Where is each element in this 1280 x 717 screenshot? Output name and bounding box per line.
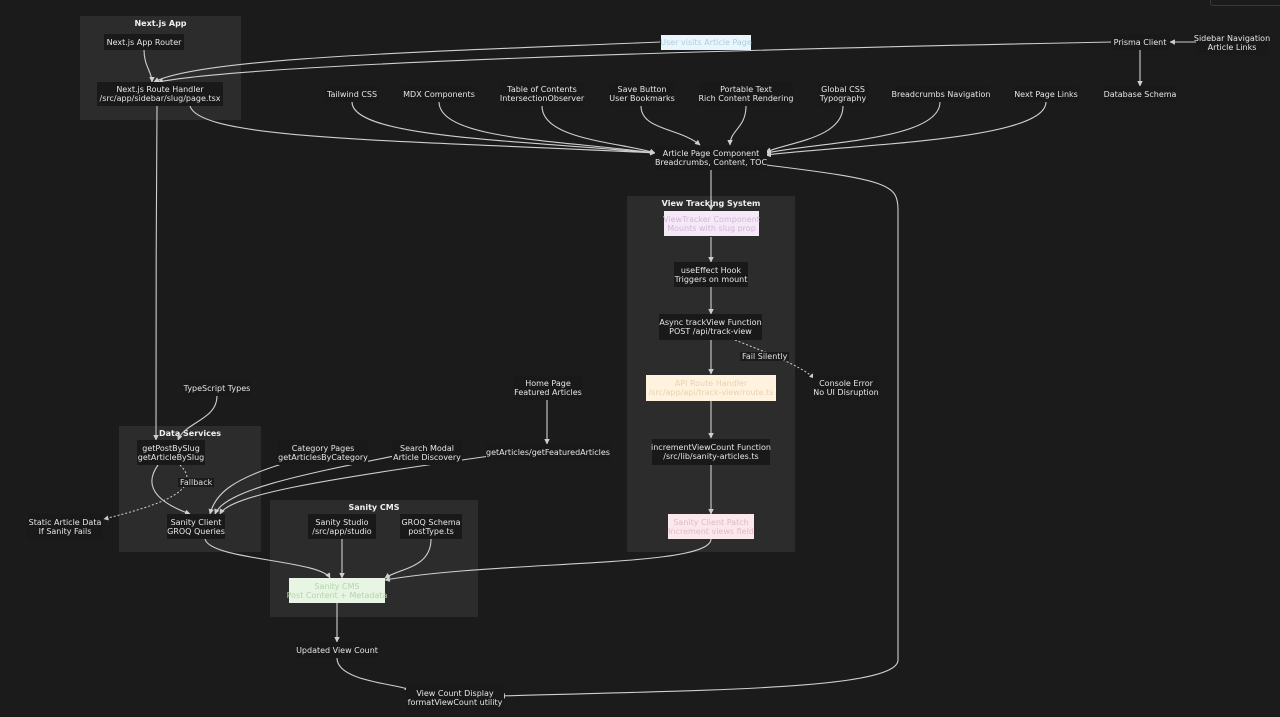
window-corner-tab <box>1210 0 1280 6</box>
node-console-error: Console Error No UI Disruption <box>813 375 879 401</box>
edge-tailwind-to-article <box>351 101 656 156</box>
edge-save-to-article <box>640 105 701 146</box>
node-async-trackview: Async trackView Function POST /api/track… <box>659 314 762 340</box>
edge-globalcss-to-article <box>765 105 844 153</box>
edge-category-to-sanityclient <box>208 463 283 515</box>
edge-user-to-handler <box>153 41 661 83</box>
node-nextjs-app-router: Next.js App Router <box>104 34 184 50</box>
node-view-count-display: View Count Display formatViewCount utili… <box>406 685 504 710</box>
node-static-article-data: Static Article Data If Sanity Fails <box>27 514 103 539</box>
node-home-page: Home Page Featured Articles <box>513 375 583 400</box>
edge-tstypes-to-getpost <box>177 395 218 441</box>
node-get-articles: getArticles/getFeaturedArticles <box>486 444 610 460</box>
node-sanity-studio: Sanity Studio /src/app/studio <box>308 514 376 539</box>
node-table-of-contents: Table of Contents IntersectionObserver <box>500 82 584 106</box>
edge-handler-to-article <box>189 105 656 156</box>
edge-mdx-to-article <box>438 101 656 156</box>
node-tailwind-css: Tailwind CSS <box>325 86 379 102</box>
node-sanity-client: Sanity Client GROQ Queries <box>167 514 225 539</box>
node-category-pages: Category Pages getArticlesByCategory <box>278 440 368 465</box>
edge-toc-to-article <box>541 105 656 155</box>
node-breadcrumbs-navigation: Breadcrumbs Navigation <box>892 86 991 102</box>
edge-getpost-to-sanityclient <box>151 464 191 515</box>
node-groq-schema: GROQ Schema postType.ts <box>400 514 462 539</box>
edge-sanityclient-to-cms <box>204 538 331 579</box>
node-api-route-handler: API Route Handler /src/app/api/track-vie… <box>646 375 776 401</box>
edge-label-fallback: Fallback <box>178 478 215 487</box>
node-save-button: Save Button User Bookmarks <box>609 82 675 106</box>
node-sidebar-navigation: Sidebar Navigation Article Links <box>1194 31 1270 55</box>
edge-getpost-to-static-dashed <box>103 464 188 521</box>
node-search-modal: Search Modal Article Discovery <box>392 440 462 465</box>
node-viewtracker-component: ViewTracker Component Mounts with slug p… <box>663 211 760 236</box>
node-typescript-types: TypeScript Types <box>183 380 251 396</box>
node-mdx-components: MDX Components <box>403 86 475 102</box>
edge-label-fail-silently: Fail Silently <box>740 352 790 361</box>
node-user-visits-article: User visits Article Page <box>660 35 752 50</box>
edge-groq-to-cms <box>384 538 432 579</box>
node-global-css: Global CSS Typography <box>818 82 868 106</box>
node-database-schema: Database Schema <box>1104 86 1176 102</box>
edge-updated-to-display <box>336 657 411 691</box>
node-sanity-client-patch: Sanity Client Patch Increment views fiel… <box>668 514 754 539</box>
node-article-page-component: Article Page Component Breadcrumbs, Cont… <box>655 146 767 170</box>
node-sanity-cms: Sanity CMS Post Content + Metadata <box>287 578 387 603</box>
cluster-title: Data Services <box>158 429 222 438</box>
cluster-title: Sanity CMS <box>348 503 400 512</box>
edge-portable-to-article <box>727 105 747 146</box>
cluster-title: Next.js App <box>134 19 187 28</box>
edge-router-to-handler <box>143 49 155 83</box>
edge-nextlinks-to-article <box>765 101 1047 158</box>
node-updated-view-count: Updated View Count <box>296 642 378 658</box>
node-useeffect-hook: useEffect Hook Triggers on mount <box>674 262 748 287</box>
edge-patch-to-cms <box>384 538 712 582</box>
node-route-handler: Next.js Route Handler /src/app/sidebar/s… <box>97 82 223 106</box>
node-portable-text: Portable Text Rich Content Rendering <box>699 82 794 106</box>
edge-prisma-to-handler <box>157 41 1113 84</box>
node-get-post-by-slug: getPostBySlug getArticleBySlug <box>137 440 205 465</box>
node-increment-view-count: incrementViewCount Function /src/lib/san… <box>651 439 771 465</box>
edge-article-to-display <box>499 164 899 699</box>
edge-handler-to-getpost <box>153 105 159 441</box>
node-next-page-links: Next Page Links <box>1013 86 1079 102</box>
node-prisma-client: Prisma Client <box>1111 34 1169 50</box>
edge-trackview-to-console-dashed <box>734 339 815 379</box>
edge-breadcrumbs-to-article <box>765 101 941 155</box>
